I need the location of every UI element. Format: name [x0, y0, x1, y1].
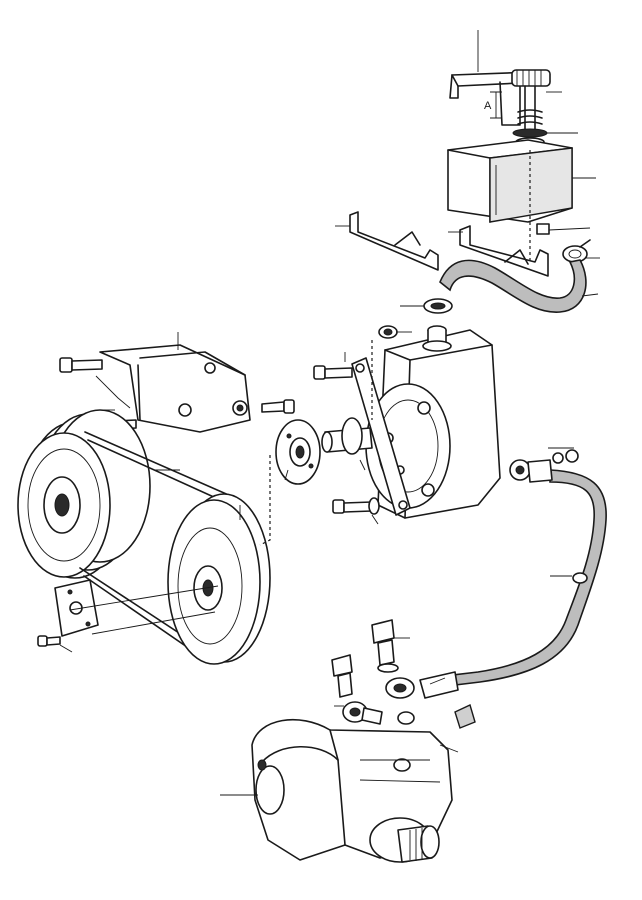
- dimension-a-marker: A: [484, 91, 502, 119]
- reservoir-mounting-bracket: [349, 211, 549, 277]
- pump-adjusting-arm: [351, 357, 411, 516]
- fluid-reservoir-tank: [447, 139, 573, 235]
- pulley-hub-plate: [54, 579, 99, 637]
- hose-fitting-lower: [385, 671, 459, 699]
- pump-pulley-hub: [275, 419, 321, 485]
- dimension-label: A: [484, 100, 492, 112]
- banjo-bolt-left: [331, 654, 353, 698]
- bracket-bolt-right: [261, 399, 295, 414]
- pump-cap-nut: [378, 325, 398, 339]
- pump-shaft: [321, 417, 373, 455]
- power-steering-pump: [275, 325, 501, 519]
- crankshaft-pulley: [17, 409, 151, 579]
- arm-bolt-lower: [332, 497, 380, 515]
- reservoir-return-hose: [439, 259, 587, 313]
- reservoir-assembly: A: [349, 69, 591, 314]
- arm-bolt-upper: [313, 365, 353, 380]
- pump-filler-neck: [422, 325, 452, 352]
- reservoir-cap: [511, 69, 551, 133]
- hose-clamp-upper: [562, 239, 591, 263]
- callout-leader-lines: [59, 30, 600, 796]
- hose-fitting-upper: [509, 449, 579, 483]
- steering-gear-sector-shaft: [369, 817, 440, 863]
- pump-pulley: [167, 493, 271, 665]
- hose-clamp-middle: [423, 298, 453, 314]
- pump-mounting-bracket: [99, 344, 251, 433]
- banjo-fittings: [342, 701, 476, 747]
- assembly-alignment-lines: [259, 150, 531, 546]
- bracket-bolt-upper: [59, 357, 103, 373]
- hub-plate-bolt: [37, 635, 61, 647]
- banjo-bolt-right: [371, 619, 399, 673]
